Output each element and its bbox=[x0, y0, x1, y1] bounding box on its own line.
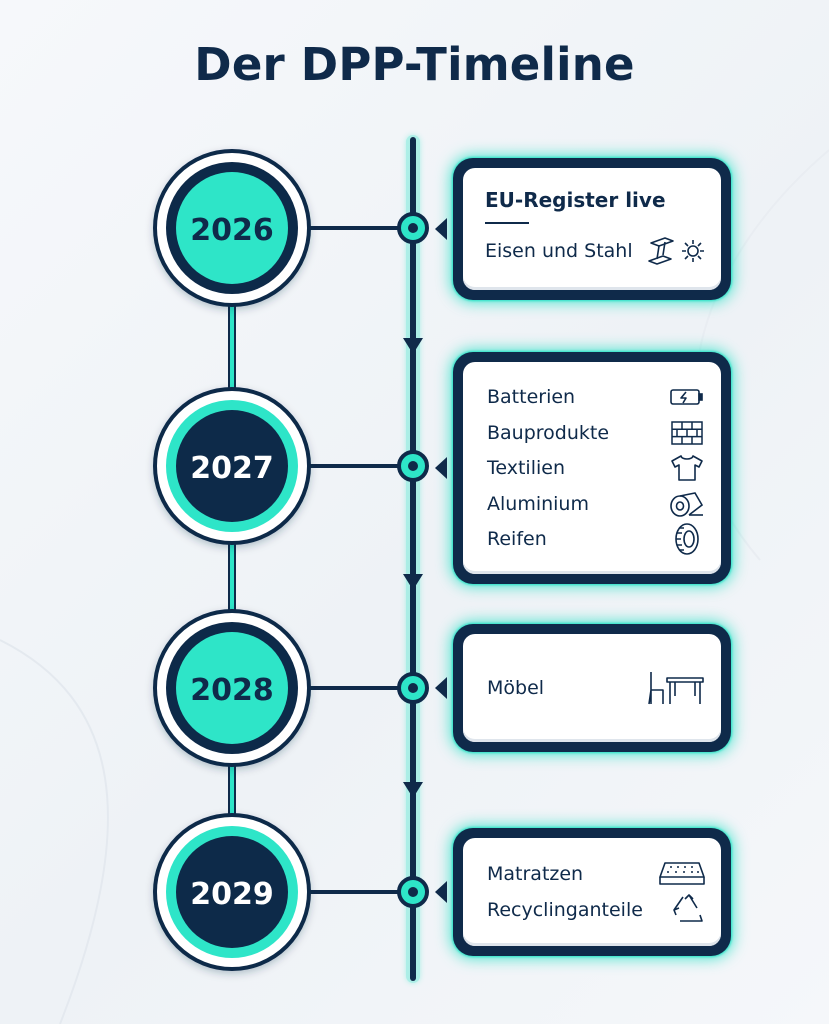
year-label-2026: 2026 bbox=[190, 213, 274, 248]
card-pointer bbox=[435, 677, 447, 699]
tire-icon bbox=[667, 523, 707, 555]
card-heading: EU-Register live bbox=[485, 188, 666, 212]
timeline-node-2027 bbox=[397, 450, 429, 482]
list-item: Matratzen bbox=[487, 857, 707, 893]
list-item: Bauprodukte bbox=[487, 415, 707, 451]
timeline-node-2028 bbox=[397, 672, 429, 704]
milestone-card-2026: EU-Register live Eisen und Stahl bbox=[435, 158, 731, 300]
year-circle-2028 bbox=[153, 609, 311, 767]
item-label: Recyclinganteile bbox=[487, 898, 643, 921]
milestone-card-2029: Matratzen Recyclinganteile bbox=[435, 828, 731, 956]
year-label-2027: 2027 bbox=[190, 451, 274, 486]
item-label: Möbel bbox=[487, 677, 545, 699]
item-label: Batterien bbox=[487, 386, 576, 408]
horizontal-connectors bbox=[306, 226, 406, 894]
year-label-2028: 2028 bbox=[190, 673, 274, 708]
timeline-axis bbox=[406, 135, 420, 983]
chair-table-icon bbox=[645, 666, 707, 710]
arrow-down-icon bbox=[403, 574, 423, 590]
list-item: Aluminium bbox=[487, 486, 707, 522]
item-label: Matratzen bbox=[487, 863, 584, 886]
list-item: Batterien bbox=[487, 379, 707, 415]
milestone-card-2028: Möbel bbox=[435, 624, 731, 752]
foil-roll-icon bbox=[667, 488, 707, 520]
milestone-card-2027: Batterien Bauprodukte Textilien bbox=[435, 352, 731, 584]
recycle-icon bbox=[671, 893, 707, 926]
list-item: Recyclinganteile bbox=[487, 892, 707, 928]
timeline-node-2026 bbox=[397, 212, 429, 244]
year-circle-2026 bbox=[153, 149, 311, 307]
item-label: Textilien bbox=[487, 457, 565, 479]
timeline-node-2029 bbox=[397, 876, 429, 908]
card-pointer bbox=[435, 218, 447, 240]
year-circle-2027 bbox=[153, 387, 311, 545]
card-pointer bbox=[435, 457, 447, 479]
arrow-down-icon bbox=[403, 782, 423, 798]
timeline-nodes bbox=[397, 212, 429, 908]
list-item: Möbel bbox=[487, 663, 707, 713]
list-item: Eisen und Stahl bbox=[485, 236, 707, 266]
t-shirt-icon bbox=[667, 452, 707, 484]
arrow-down-icon bbox=[403, 338, 423, 354]
timeline-arrows bbox=[403, 338, 423, 798]
year-circle-2029 bbox=[153, 813, 311, 971]
item-label: Eisen und Stahl bbox=[485, 240, 633, 262]
circle-connectors bbox=[228, 300, 236, 818]
page-title: Der DPP-Timeline bbox=[194, 38, 635, 91]
steel-beam-gear-icon bbox=[647, 235, 707, 267]
item-label: Bauprodukte bbox=[487, 421, 610, 444]
item-label: Reifen bbox=[487, 528, 547, 550]
heading-divider bbox=[485, 222, 529, 224]
brick-wall-icon bbox=[667, 417, 707, 449]
year-label-2029: 2029 bbox=[190, 877, 274, 912]
list-item: Reifen bbox=[487, 521, 707, 557]
battery-icon bbox=[667, 381, 707, 413]
card-pointer bbox=[435, 881, 447, 903]
list-item: Textilien bbox=[487, 450, 707, 486]
mattress-icon bbox=[657, 858, 707, 890]
item-label: Aluminium bbox=[487, 492, 589, 515]
